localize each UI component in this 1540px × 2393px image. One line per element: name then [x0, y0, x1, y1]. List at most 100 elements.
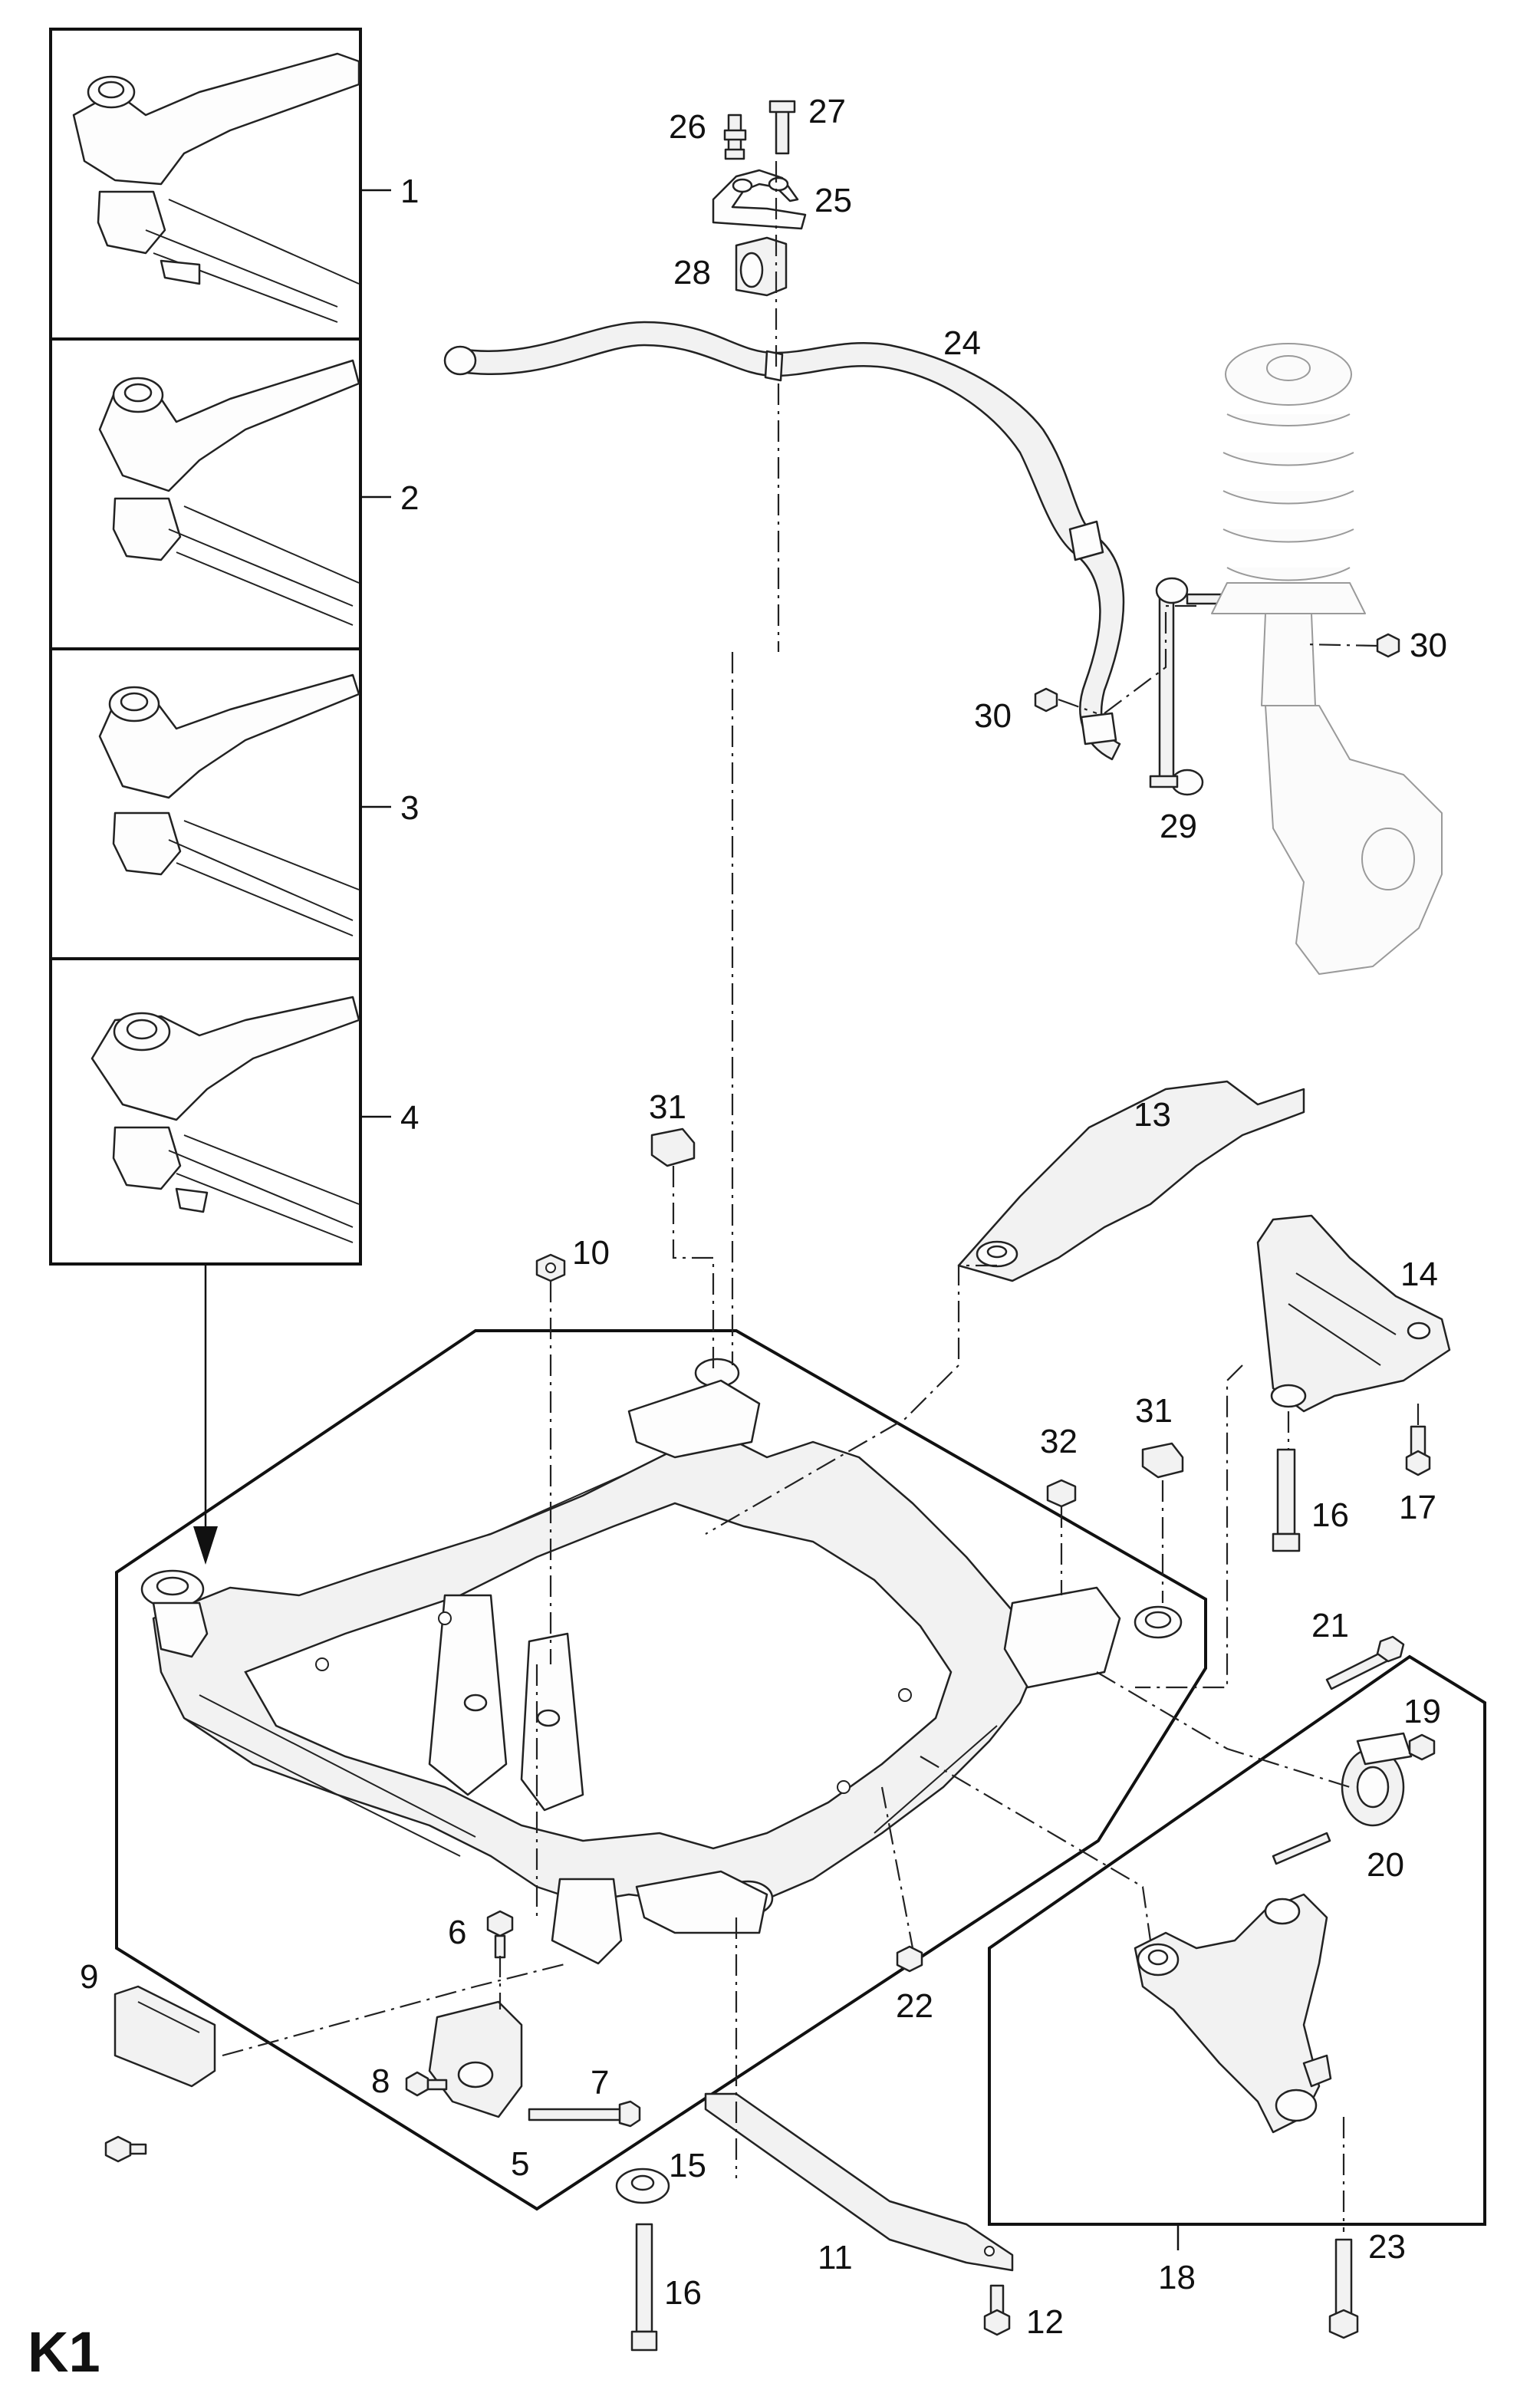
nut-22-image: [896, 1945, 923, 1973]
callout-6-label: 6: [448, 1914, 466, 1951]
callout-16b: 16: [664, 2274, 702, 2312]
callout-30b-label: 30: [1410, 627, 1447, 664]
bolt-7-image: [528, 2100, 641, 2128]
callout-6: 6: [448, 1914, 466, 1951]
callout-21-label: 21: [1311, 1607, 1349, 1644]
control-arm-detail-frame: [988, 1654, 1486, 2226]
callout-4: 4: [360, 1099, 419, 1137]
callout-21: 21: [1311, 1607, 1349, 1644]
callout-27: 27: [808, 93, 846, 130]
callout-22: 22: [896, 1987, 933, 2025]
callout-30a: 30: [974, 697, 1012, 735]
callout-20-label: 20: [1367, 1846, 1404, 1884]
callout-7-label: 7: [591, 2064, 609, 2102]
callout-29: 29: [1160, 808, 1197, 845]
callout-27-label: 27: [808, 93, 846, 130]
callout-15-label: 15: [669, 2147, 706, 2184]
callout-7: 7: [591, 2064, 609, 2102]
bolt-21-image: [1325, 1635, 1405, 1690]
callout-1-label: 1: [400, 173, 419, 210]
callout-32: 32: [1040, 1423, 1078, 1460]
callout-18-label: 18: [1158, 2259, 1196, 2296]
callout-2-label: 2: [400, 479, 419, 517]
subframe-variant-2-image: [98, 359, 360, 626]
stabilizer-bushing-image: [735, 236, 788, 297]
clip-31-left-image: [650, 1127, 696, 1167]
bolt-16-upper-image: [1272, 1448, 1301, 1552]
bolt-16-lower-image: [630, 2223, 658, 2352]
callout-16a: 16: [1311, 1496, 1349, 1534]
callout-10: 10: [572, 1234, 610, 1272]
callout-24-label: 24: [943, 324, 981, 362]
callout-30a-label: 30: [974, 697, 1012, 735]
callout-3: 3: [360, 789, 419, 827]
control-arm-18-image: [1134, 1893, 1332, 2134]
callout-16a-label: 16: [1311, 1496, 1349, 1534]
link-nut-right-image: [1376, 633, 1400, 658]
upper-bracket-13-image: [957, 1080, 1305, 1282]
callout-12-label: 12: [1026, 2303, 1064, 2341]
callout-11-label: 11: [818, 2239, 853, 2276]
callout-15: 15: [669, 2147, 706, 2184]
callout-4-label: 4: [400, 1099, 419, 1137]
callout-13-label: 13: [1134, 1096, 1171, 1134]
callout-31a: 31: [649, 1088, 686, 1126]
nut-32-image: [1046, 1479, 1077, 1508]
callout-12: 12: [1026, 2303, 1064, 2341]
bushing-20-image: [1341, 1732, 1413, 1827]
callout-28-label: 28: [673, 254, 711, 291]
clip-31-right-image: [1141, 1442, 1184, 1479]
variant-pointer-arrow: [193, 1264, 218, 1565]
callout-28: 28: [673, 254, 711, 291]
callout-16b-label: 16: [664, 2274, 702, 2312]
callout-1: 1: [360, 173, 419, 210]
bolt-8-image: [405, 2071, 448, 2097]
bolt-23-image: [1328, 2238, 1359, 2339]
callout-29-label: 29: [1160, 808, 1197, 845]
mount-5-image: [428, 2000, 523, 2118]
callout-19-label: 19: [1403, 1693, 1441, 1730]
bracket-assembly-line: [775, 161, 780, 652]
bolt-20-image: [1272, 1832, 1331, 1865]
assembly-lines: [222, 604, 1420, 2232]
callout-20: 20: [1367, 1846, 1404, 1884]
callout-9-label: 9: [80, 1958, 98, 1996]
washer-15-image: [615, 2168, 670, 2204]
callout-17: 17: [1399, 1489, 1436, 1526]
callout-23: 23: [1368, 2228, 1406, 2266]
bracket-bolt-27-image: [768, 100, 796, 155]
callout-26: 26: [669, 108, 706, 146]
callout-8-label: 8: [371, 2062, 390, 2100]
callout-5-label: 5: [511, 2145, 529, 2183]
strut-and-knuckle-image: [1211, 343, 1443, 975]
subframe-variant-4-image: [90, 996, 360, 1243]
callout-10-label: 10: [572, 1234, 610, 1272]
callout-24: 24: [943, 324, 981, 362]
subframe-detail-frame: [115, 1329, 1207, 2211]
callout-31b: 31: [1135, 1392, 1173, 1430]
callout-25: 25: [814, 182, 852, 219]
front-subframe-image: [140, 1358, 1183, 1965]
nut-10-image: [535, 1253, 566, 1282]
bolt-17-image: [1405, 1425, 1431, 1476]
subframe-variant-1-image: [72, 52, 360, 323]
callout-23-label: 23: [1368, 2228, 1406, 2266]
callout-11: 11: [818, 2239, 853, 2276]
link-nut-left-image: [1034, 687, 1058, 713]
callout-19: 19: [1403, 1693, 1441, 1730]
callout-14: 14: [1400, 1256, 1438, 1293]
bolt-19-image: [1408, 1733, 1436, 1761]
callout-3-label: 3: [400, 789, 419, 827]
tie-strut-11-image: [704, 2092, 1014, 2272]
callout-14-label: 14: [1400, 1256, 1438, 1293]
callout-30b: 30: [1410, 627, 1447, 664]
bolt-6-image: [486, 1910, 514, 1959]
stabilizer-link-image: [1149, 577, 1229, 796]
callout-22-label: 22: [896, 1987, 933, 2025]
callout-31b-label: 31: [1135, 1392, 1173, 1430]
mount-9-image: [104, 1985, 216, 2163]
stabilizer-bar-image: [443, 321, 1125, 761]
callout-18: 18: [1158, 2224, 1196, 2296]
callout-5: 5: [511, 2145, 529, 2183]
